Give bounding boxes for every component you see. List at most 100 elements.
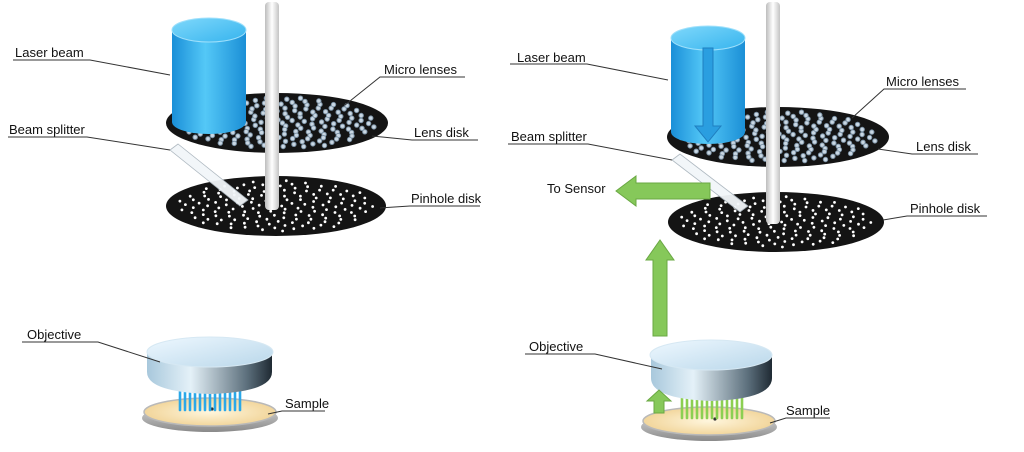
pinhole	[292, 227, 296, 231]
micro-lens	[322, 109, 329, 115]
pinhole	[329, 196, 332, 200]
pinhole	[810, 221, 814, 225]
pinhole	[790, 218, 793, 221]
left-diagram	[142, 2, 388, 432]
micro-lens	[783, 125, 789, 131]
pinhole	[728, 226, 732, 230]
pinhole	[363, 196, 367, 200]
pinhole	[307, 214, 311, 217]
pinhole	[358, 206, 362, 210]
micro-lens	[723, 147, 729, 153]
pinhole	[849, 220, 852, 223]
pinhole	[278, 184, 282, 188]
pinhole	[758, 230, 762, 234]
pinhole	[307, 221, 310, 225]
micro-lens	[743, 134, 749, 141]
pinhole	[703, 224, 706, 228]
pinhole	[792, 243, 795, 247]
pinhole	[319, 184, 323, 188]
pinhole	[783, 240, 787, 243]
micro-lens	[860, 139, 866, 146]
micro-lens	[866, 134, 873, 141]
micro-lens	[217, 140, 224, 146]
pinhole	[844, 205, 847, 209]
micro-lens	[842, 120, 848, 126]
micro-lens	[293, 132, 300, 139]
micro-lens	[279, 120, 286, 126]
pinhole	[353, 214, 357, 218]
micro-lens	[850, 129, 856, 135]
pinhole	[318, 188, 321, 192]
micro-lens	[333, 136, 340, 142]
pinhole	[282, 216, 286, 220]
pinhole	[350, 211, 353, 214]
pinhole	[242, 213, 245, 217]
micro-lens	[280, 143, 286, 150]
micro-lens	[779, 115, 785, 121]
pinhole	[353, 218, 357, 222]
pinhole	[750, 216, 754, 220]
micro-lens	[718, 154, 724, 160]
pinhole	[285, 198, 289, 202]
pinhole	[798, 214, 802, 218]
pinhole	[201, 221, 205, 225]
pinhole	[343, 208, 347, 211]
pinhole	[780, 220, 783, 224]
pinhole	[248, 189, 252, 193]
pinhole	[794, 233, 798, 237]
micro-lens	[318, 128, 324, 134]
pinhole	[301, 224, 304, 228]
pinhole	[818, 239, 822, 243]
pinhole	[350, 204, 354, 207]
micro-lens	[823, 123, 830, 129]
pinhole	[251, 207, 255, 210]
pinhole	[804, 205, 808, 209]
pinhole	[848, 227, 852, 230]
micro-lens	[831, 115, 838, 122]
micro-lens	[748, 146, 754, 152]
label-objective: Objective	[529, 339, 583, 354]
micro-lens	[298, 125, 304, 131]
pinhole	[284, 179, 288, 183]
micro-lens	[310, 141, 316, 147]
pinhole	[217, 206, 221, 210]
pinhole	[193, 216, 197, 220]
pinhole	[748, 205, 752, 209]
right-diagram	[615, 2, 889, 441]
micro-lens	[780, 134, 787, 140]
pinhole	[340, 201, 343, 205]
micro-lens	[783, 140, 789, 147]
pinhole	[241, 205, 244, 208]
pinhole	[824, 208, 828, 212]
pinhole	[250, 200, 253, 204]
pinhole	[862, 226, 866, 230]
pinhole	[217, 191, 221, 195]
micro-lens	[822, 156, 829, 163]
pinhole	[323, 220, 327, 224]
pinhole	[783, 223, 787, 227]
pinhole	[743, 237, 747, 241]
pinhole	[243, 225, 247, 229]
micro-lens	[823, 137, 829, 144]
pinhole	[261, 228, 264, 232]
pinhole	[850, 210, 854, 214]
pinhole	[280, 204, 284, 208]
pinhole	[283, 194, 286, 198]
micro-lens	[297, 95, 304, 101]
pinhole	[295, 217, 298, 221]
pinhole	[219, 218, 223, 222]
micro-lens	[796, 136, 802, 142]
pinhole	[765, 233, 769, 237]
pinhole	[214, 214, 218, 218]
pinhole	[247, 193, 250, 196]
pinhole	[707, 233, 711, 237]
pinhole	[817, 204, 821, 208]
pinhole	[808, 233, 812, 237]
pinhole	[321, 213, 324, 217]
pinhole	[353, 199, 357, 203]
pinhole	[303, 202, 307, 206]
pinhole	[312, 193, 316, 196]
micro-lens	[846, 140, 853, 146]
micro-lens	[793, 117, 799, 123]
pinhole	[338, 214, 341, 218]
